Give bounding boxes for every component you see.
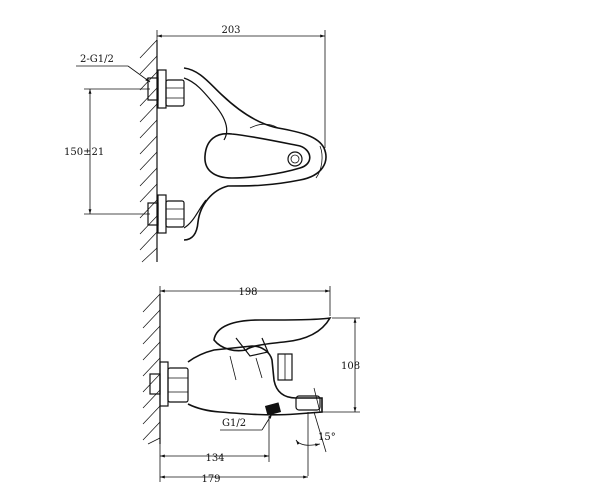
side-diverter-knob [277,353,293,381]
dim-15-deg-label: 15° [318,432,336,443]
dim-198: 198 [159,286,331,316]
side-connector [149,361,189,407]
top-view: 203 2-G1/2 150±21 [64,25,327,263]
top-connector-lower [147,194,185,234]
side-wall [142,293,161,445]
dim-108-label: 108 [341,361,360,372]
dim-g1-2: G1/2 [220,413,273,431]
dim-2-g1-2-label: 2-G1/2 [80,54,114,65]
dim-15-deg: 15° [295,411,336,476]
side-view: 198 108 G1/2 15° 134 [142,286,360,485]
dim-150-21-label: 150±21 [64,147,104,158]
side-body [187,345,323,416]
dim-150-21: 150±21 [64,88,150,215]
dim-179: 179 [160,474,308,485]
top-wall [139,39,158,263]
dim-134: 134 [159,416,270,482]
dim-g1-2-label: G1/2 [222,418,246,429]
top-handle-lever [204,132,311,179]
side-spout [295,387,321,413]
dim-134-label: 134 [205,453,224,464]
dim-2-g1-2: 2-G1/2 [76,54,151,83]
top-body-outline [183,67,327,241]
dim-179-label: 179 [201,474,220,485]
side-outlet [264,402,282,416]
dim-108: 108 [322,317,360,413]
dim-198-label: 198 [238,287,257,298]
side-handle-lever [213,316,332,357]
dim-203-label: 203 [221,25,240,36]
dim-203: 203 [156,25,326,148]
